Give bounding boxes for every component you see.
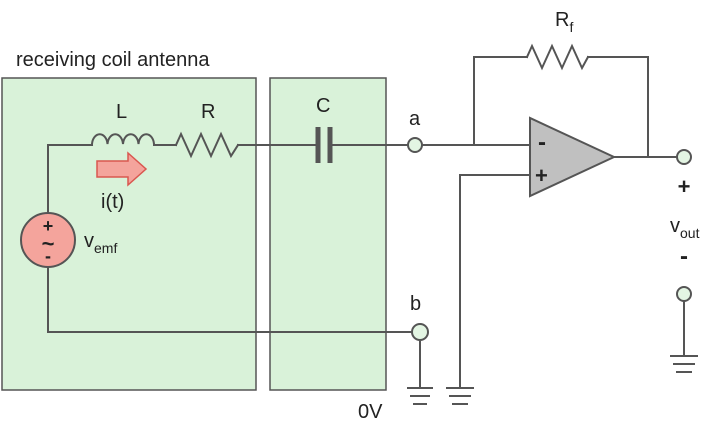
source-tilde: ~ [42,231,55,256]
ground-label: 0V [358,401,383,423]
current-label: i(t) [101,191,124,213]
inductor-coil [90,133,156,147]
inductor-label: L [116,101,127,123]
feedback-resistor-zigzag [525,43,590,71]
antenna-title: receiving coil antenna [16,49,210,71]
capacitor-plates [315,127,333,163]
resistor-label: R [201,101,215,123]
feedback-resistor-label: Rf [555,9,573,35]
opamp-triangle [529,116,617,198]
voltage-source-icon [20,212,76,268]
ground-icon [446,387,474,405]
source-minus: - [45,246,51,266]
terminal-a [407,137,423,153]
ground-icon [407,387,433,405]
output-terminal-negative [676,286,692,302]
source-label: vemf [84,230,117,256]
opamp-plus: + [535,163,548,188]
resistor-zigzag [174,131,240,159]
current-arrow-icon [96,151,148,187]
output-minus: - [680,243,688,270]
capacitor-label: C [316,95,330,117]
terminal-b [411,323,429,341]
output-label: vout [670,215,700,241]
source-plus: + [43,216,54,236]
output-terminal-positive [676,149,692,165]
series-wiring [47,144,421,389]
terminal-b-label: b [410,293,421,315]
capacitor-box [269,77,387,391]
ground-icon [670,355,698,373]
output-plus: + [678,174,691,199]
opamp-minus: - [538,129,546,156]
terminal-a-label: a [409,108,421,130]
